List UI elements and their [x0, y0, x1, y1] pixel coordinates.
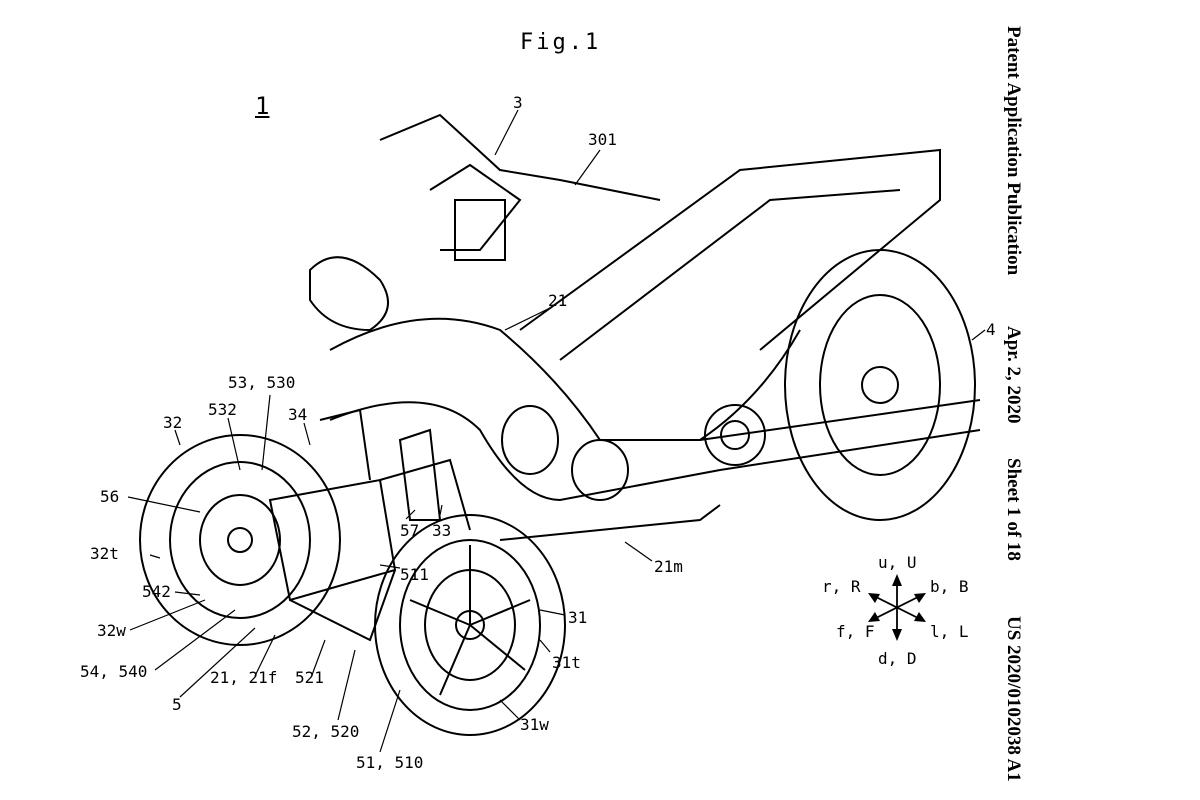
label-532: 532: [208, 400, 237, 419]
label-301: 301: [588, 130, 617, 149]
compass-front: f, F: [836, 622, 875, 641]
label-57: 57: [400, 521, 419, 540]
label-511: 511: [400, 565, 429, 584]
label-32w: 32w: [97, 621, 126, 640]
direction-compass: u, U r, R b, B f, F l, L d, D: [822, 553, 969, 668]
label-21: 21: [548, 291, 567, 310]
pipe: [500, 505, 720, 540]
front-wheel-right: [375, 515, 565, 735]
label-542: 542: [142, 582, 171, 601]
label-51-510: 51, 510: [356, 753, 423, 772]
label-53-530: 53, 530: [228, 373, 295, 392]
compass-rear: r, R: [822, 577, 861, 596]
label-34: 34: [288, 405, 307, 424]
label-21-21f: 21, 21f: [210, 668, 277, 687]
label-31t: 31t: [552, 653, 581, 672]
label-31w: 31w: [520, 715, 549, 734]
rear-wheel: [785, 250, 975, 520]
label-54-540: 54, 540: [80, 662, 147, 681]
compass-left: l, L: [930, 622, 969, 641]
compass-back: b, B: [930, 577, 969, 596]
label-5: 5: [172, 695, 182, 714]
arrow-down-icon: [892, 629, 902, 641]
label-4: 4: [986, 320, 996, 339]
vehicle-frame: [330, 150, 980, 500]
label-32t: 32t: [90, 544, 119, 563]
label-33: 33: [432, 521, 451, 540]
label-3: 3: [513, 93, 523, 112]
label-52-520: 52, 520: [292, 722, 359, 741]
arrow-up-icon: [892, 574, 902, 586]
label-21m: 21m: [654, 557, 683, 576]
label-521: 521: [295, 668, 324, 687]
label-32: 32: [163, 413, 182, 432]
compass-up: u, U: [878, 553, 917, 572]
compass-down: d, D: [878, 649, 917, 668]
label-56: 56: [100, 487, 119, 506]
label-31: 31: [568, 608, 587, 627]
